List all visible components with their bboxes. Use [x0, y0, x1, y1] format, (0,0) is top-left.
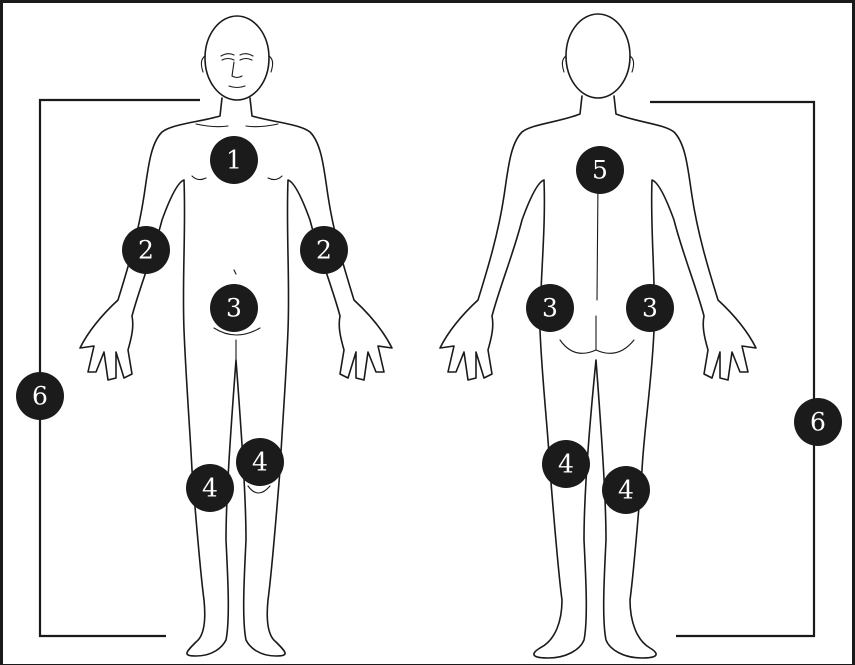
marker-front-left-knee: 4 — [236, 438, 284, 486]
svg-text:3: 3 — [226, 294, 242, 323]
marker-back-upper: 5 — [576, 146, 624, 194]
svg-text:5: 5 — [592, 156, 608, 185]
svg-text:4: 4 — [618, 476, 634, 505]
marker-front-right-arm: 2 — [122, 226, 170, 274]
marker-back-full-height: 6 — [794, 398, 842, 446]
marker-back-right-lower: 3 — [626, 284, 674, 332]
svg-text:3: 3 — [542, 294, 558, 323]
marker-front-left-arm: 2 — [300, 226, 348, 274]
back-figure — [440, 14, 756, 658]
marker-back-left-lower: 3 — [526, 284, 574, 332]
svg-text:6: 6 — [32, 382, 48, 411]
marker-back-left-knee: 4 — [542, 440, 590, 488]
marker-front-right-knee: 4 — [186, 464, 234, 512]
marker-front-chest: 1 — [210, 136, 258, 184]
svg-text:4: 4 — [252, 448, 268, 477]
marker-front-abdomen: 3 — [210, 284, 258, 332]
marker-front-full-height: 6 — [16, 372, 64, 420]
svg-text:6: 6 — [810, 408, 826, 437]
svg-text:1: 1 — [226, 146, 242, 175]
front-height-bracket — [40, 100, 200, 636]
back-height-bracket — [650, 102, 814, 636]
svg-text:2: 2 — [138, 236, 154, 265]
svg-text:4: 4 — [558, 450, 574, 479]
svg-text:2: 2 — [316, 236, 332, 265]
front-figure — [80, 16, 392, 656]
back-head — [566, 14, 630, 98]
svg-text:4: 4 — [202, 474, 218, 503]
marker-back-right-knee: 4 — [602, 466, 650, 514]
svg-text:3: 3 — [642, 294, 658, 323]
